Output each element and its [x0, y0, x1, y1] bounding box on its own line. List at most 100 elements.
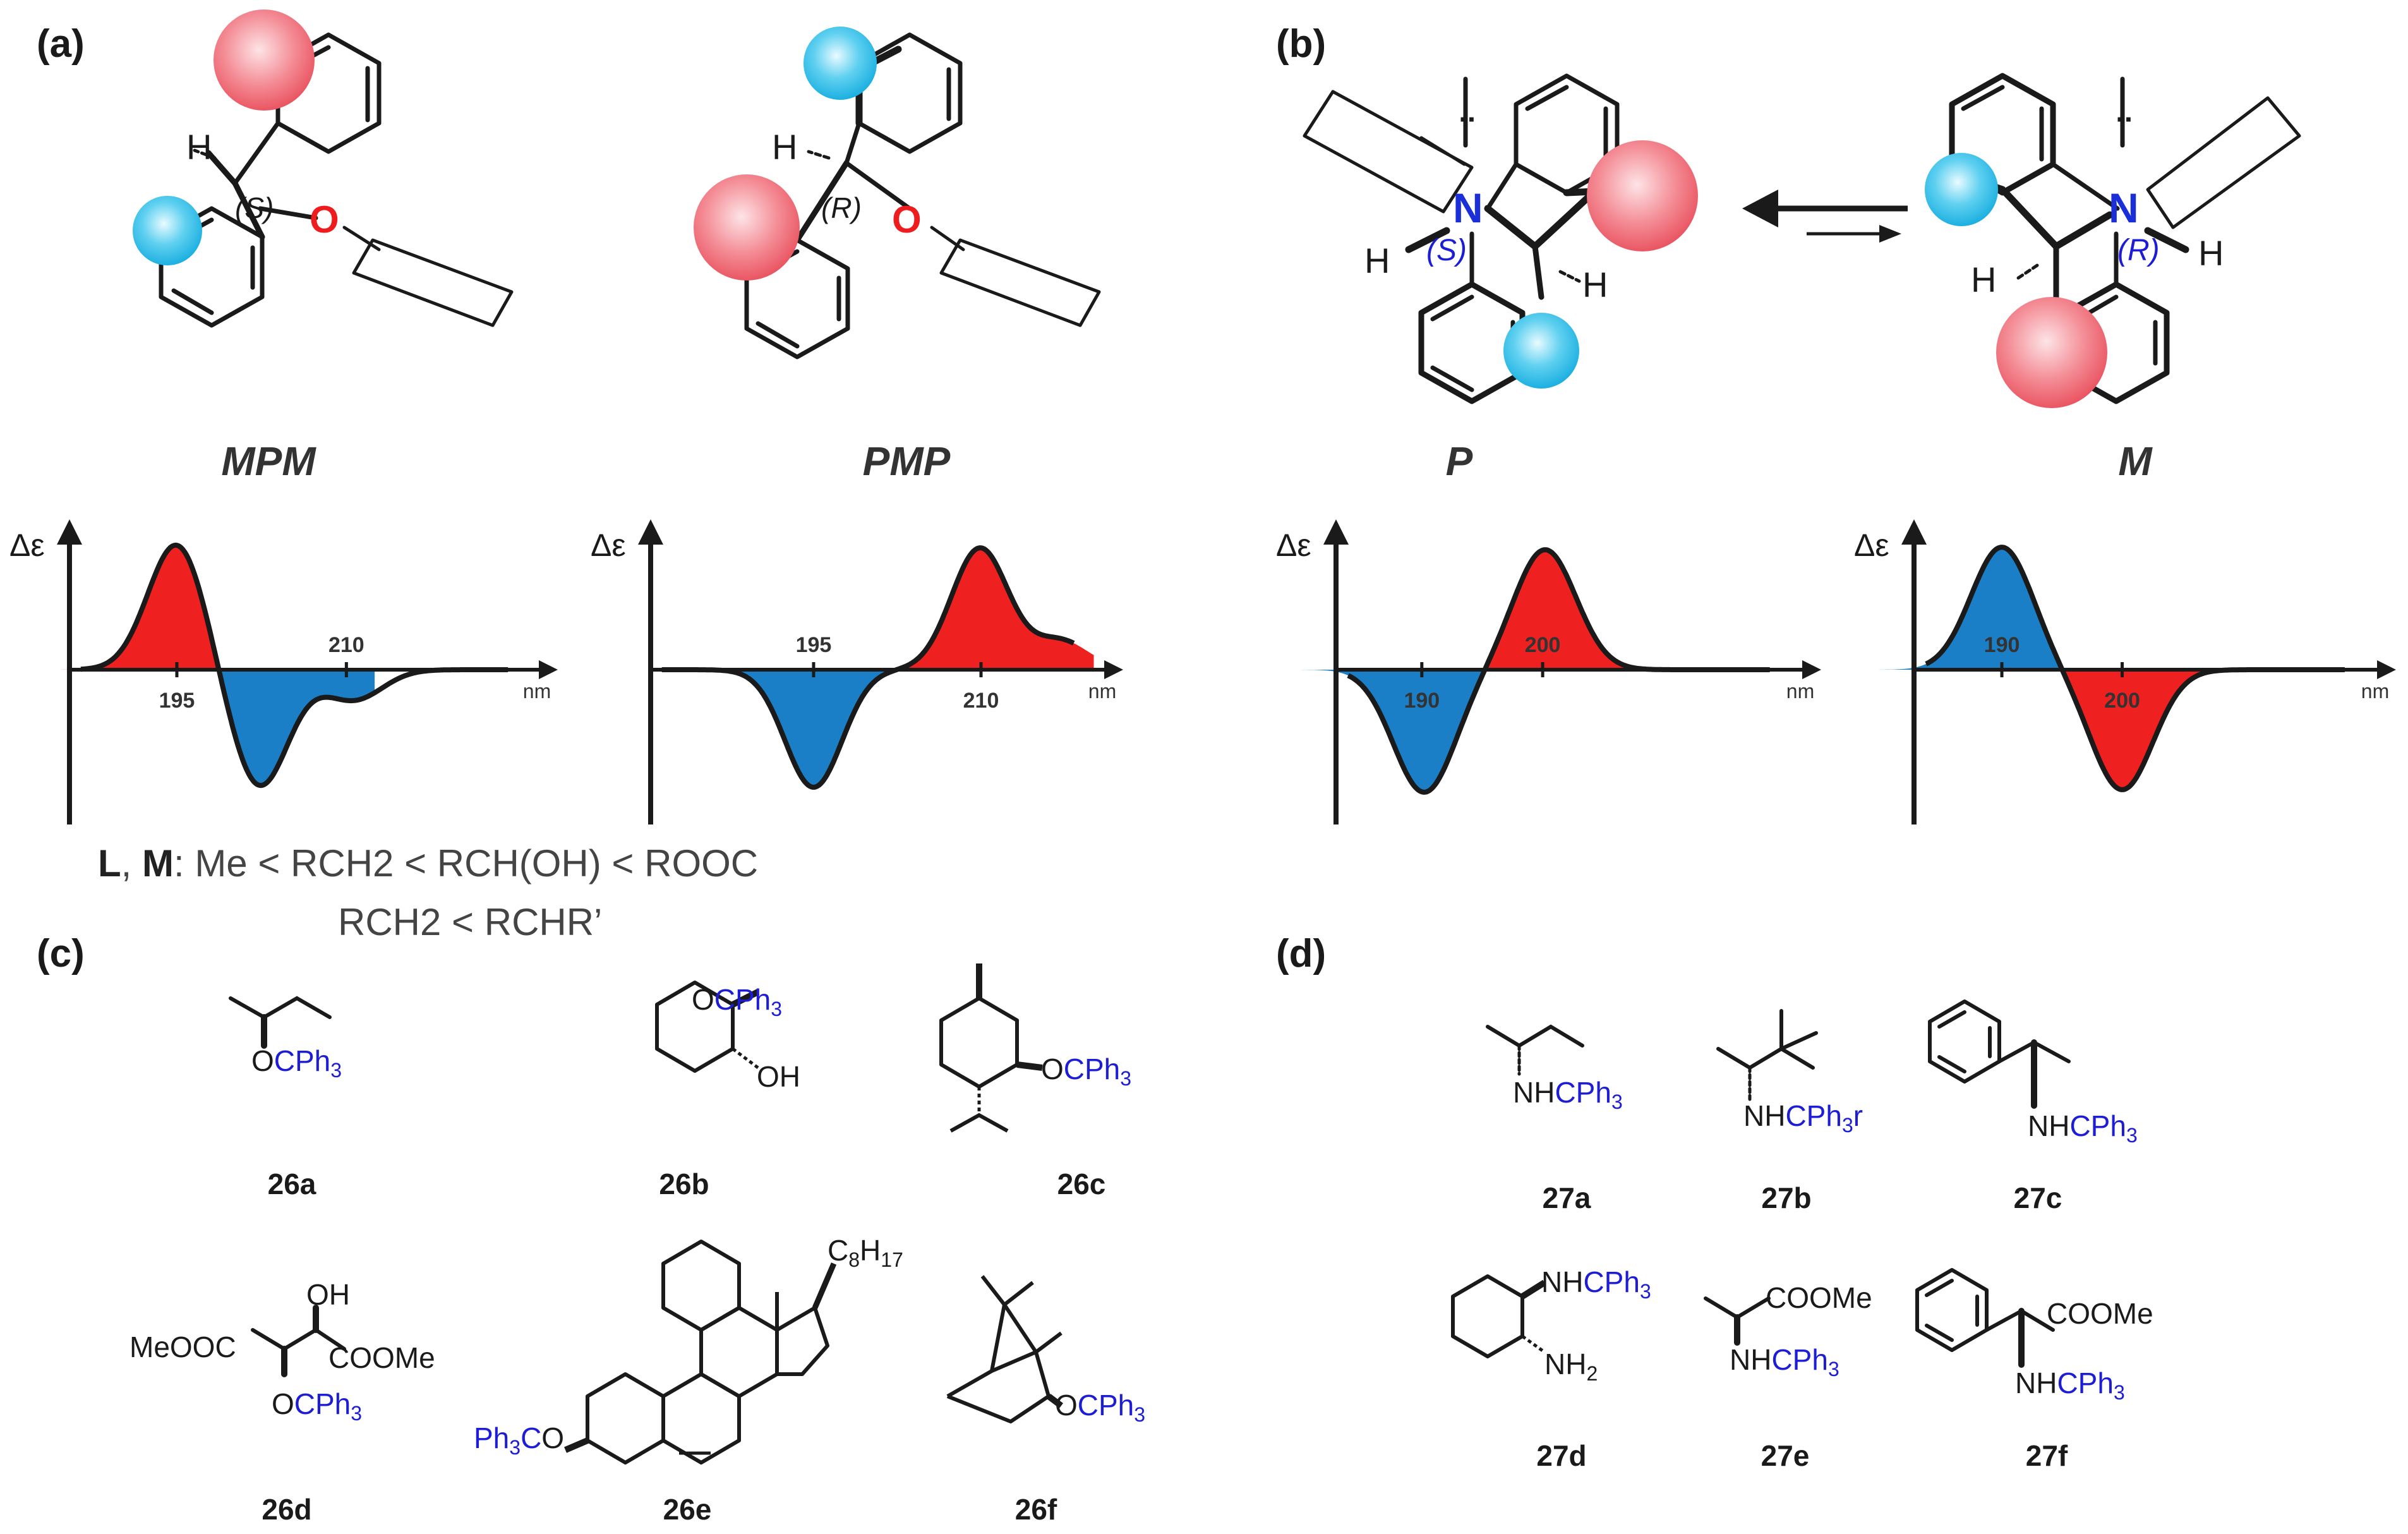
- atom-h-pmp: H: [772, 127, 797, 167]
- panel-d: (d) NHCPh3 27a NHCPh3r 27b: [1276, 932, 2153, 1472]
- hydroxyl-label: OH: [306, 1278, 350, 1311]
- stereo-label-pmp: (R): [821, 191, 862, 224]
- priority-line-1: L, M: Me < RCH2 < RCH(OH) < ROOC: [98, 842, 758, 885]
- panel-a: (a) H O (S) MPM: [37, 9, 1101, 484]
- x-axis-label: nm: [1088, 680, 1116, 703]
- compound-id-27b: 27b: [1761, 1181, 1811, 1214]
- substituent-sphere-icon: [694, 174, 800, 281]
- panel-label-d: (d): [1276, 932, 1326, 975]
- compound-id-27f: 27f: [2026, 1439, 2068, 1472]
- ester-label: COOMe: [1766, 1281, 1872, 1314]
- benzene-ring-icon: [1928, 1000, 2001, 1084]
- group-label: OCPh3: [1055, 1389, 1145, 1426]
- side-chain-label: C8H17: [828, 1234, 903, 1271]
- equilibrium-arrow-icon: [1742, 190, 1908, 243]
- x-tick-label: 195: [159, 689, 195, 713]
- conformer-name-p: P: [1446, 438, 1473, 484]
- compound-id-26c: 26c: [1057, 1168, 1106, 1200]
- compound-27c: NHCPh3 27c: [1928, 1000, 2138, 1214]
- y-axis-label: Δε: [1276, 528, 1311, 563]
- panel-b: (b) ¨ N H H (S) P: [1276, 22, 2301, 484]
- compound-26d: OH MeOOC COOMe OCPh3 26d: [129, 1278, 435, 1526]
- compound-id-26b: 26b: [659, 1168, 709, 1200]
- cyclohexane-ring: [939, 996, 1019, 1089]
- y-axis-label: Δε: [9, 528, 45, 563]
- hydroxyl-label: OH: [757, 1060, 800, 1093]
- group-label: Ph3CO: [474, 1422, 564, 1459]
- atom-n-p: N: [1453, 184, 1483, 231]
- compound-id-27a: 27a: [1543, 1181, 1591, 1214]
- amine-label: NHCPh3r: [1743, 1099, 1863, 1137]
- amine-label: NHCPh3: [2028, 1109, 2138, 1147]
- substituent-sphere-icon: [1996, 297, 2107, 408]
- compound-27d: NHCPh3 NH2 27d: [1451, 1265, 1651, 1472]
- amine-label: NHCPh3: [2015, 1367, 2125, 1404]
- cd-band-positive-0: [1879, 547, 2062, 670]
- stereo-label-mpm: (S): [235, 191, 274, 224]
- conformer-name-pmp: PMP: [863, 438, 951, 484]
- compound-26e: C8H17 Ph3CO 26e: [474, 1234, 903, 1526]
- x-tick-label: 195: [796, 633, 832, 657]
- compound-27a: NHCPh3 27a: [1486, 1024, 1623, 1214]
- compound-26a: OCPh3 26a: [229, 996, 342, 1200]
- cd-band-negative-0: [699, 670, 896, 787]
- cd-spectrum-pmp: Δε nm 195 210: [591, 519, 1123, 824]
- lone-pair-m: ¨: [2117, 109, 2131, 154]
- cyclohexane-ring: [1451, 1274, 1524, 1358]
- substituent-sphere-icon: [804, 27, 877, 100]
- group-label: OCPh3: [692, 983, 782, 1020]
- atom-h-mpm: H: [186, 127, 212, 167]
- compound-26b: OCPh3 OH 26b: [655, 981, 800, 1200]
- substituent-sphere-icon: [1587, 140, 1698, 251]
- cd-band-negative-1: [2063, 670, 2245, 790]
- y-axis-label: Δε: [591, 528, 626, 563]
- amine-label: NHCPh3: [1513, 1076, 1623, 1113]
- atom-h-p-2: H: [1582, 265, 1608, 305]
- compound-id-27d: 27d: [1536, 1439, 1586, 1472]
- substituent-sphere-icon: [133, 196, 202, 265]
- conformer-m: [1942, 73, 2301, 404]
- compound-26f: OCPh3 26f: [946, 1275, 1145, 1526]
- compound-id-27e: 27e: [1761, 1439, 1810, 1472]
- substituent-sphere-icon: [1925, 153, 1998, 226]
- x-axis-label: nm: [1786, 680, 1814, 703]
- priority-line-2: RCH2 < RCHR’: [338, 901, 602, 943]
- panel-label-c: (c): [37, 932, 85, 975]
- atom-n-m: N: [2109, 184, 2139, 231]
- conformer-name-m: M: [2118, 438, 2153, 484]
- panel-c: (c) OCPh3 26a OCPh3 OH 26b OCPh3: [37, 932, 1145, 1526]
- group-label: OCPh3: [1041, 1053, 1131, 1090]
- benzene-ring-icon: [1915, 1268, 1989, 1352]
- amine-label: NHCPh3: [1730, 1343, 1839, 1380]
- cd-band-negative-1: [220, 670, 375, 786]
- x-tick-label: 210: [963, 689, 999, 713]
- ester-label: COOMe: [2047, 1297, 2153, 1330]
- compound-26c: OCPh3 26c: [939, 963, 1131, 1200]
- substituent-sphere-icon: [214, 9, 315, 111]
- compound-id-26a: 26a: [268, 1168, 316, 1200]
- stereo-label-p: (S): [1426, 234, 1467, 267]
- cd-band-negative-0: [1301, 670, 1485, 792]
- conformer-mpm: [159, 32, 514, 328]
- compound-id-26e: 26e: [663, 1493, 712, 1526]
- cd-band-positive-1: [1486, 550, 1669, 670]
- conformer-name-mpm: MPM: [221, 438, 316, 484]
- x-tick-label: 190: [1984, 633, 2020, 657]
- compound-27f: COOMe NHCPh3 27f: [1915, 1268, 2153, 1472]
- compound-id-26d: 26d: [262, 1493, 311, 1526]
- cd-spectrum-p: Δε nm 190 200: [1276, 519, 1821, 824]
- compound-id-27c: 27c: [2014, 1181, 2062, 1214]
- x-tick-label: 210: [328, 633, 364, 657]
- lone-pair-p: ¨: [1460, 109, 1474, 154]
- x-tick-label: 200: [1525, 633, 1561, 657]
- cd-band-positive-0: [61, 545, 219, 670]
- x-tick-label: 200: [2104, 689, 2140, 713]
- x-tick-label: 190: [1404, 689, 1440, 713]
- conformer-pmp: [744, 32, 1101, 359]
- compound-27e: COOMe NHCPh3 27e: [1704, 1281, 1872, 1472]
- x-axis-label: nm: [2361, 680, 2389, 703]
